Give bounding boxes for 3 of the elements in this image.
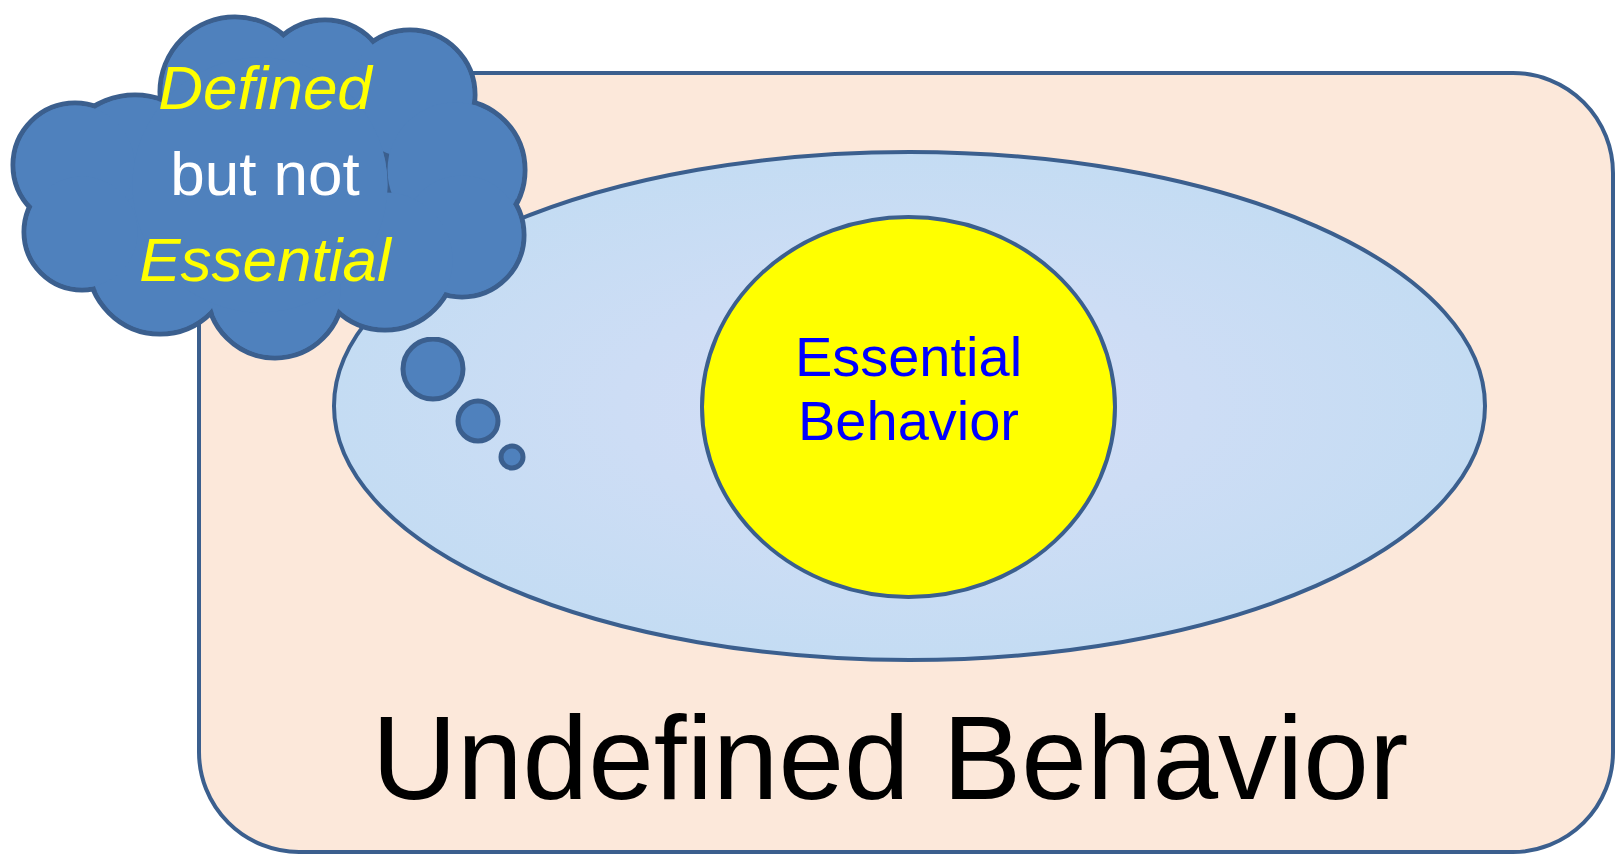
cloud-label: Defined but not Essential bbox=[138, 52, 393, 296]
region-label: Undefined Behavior bbox=[370, 691, 1410, 826]
region-label: Essential Behavior bbox=[793, 325, 1024, 453]
